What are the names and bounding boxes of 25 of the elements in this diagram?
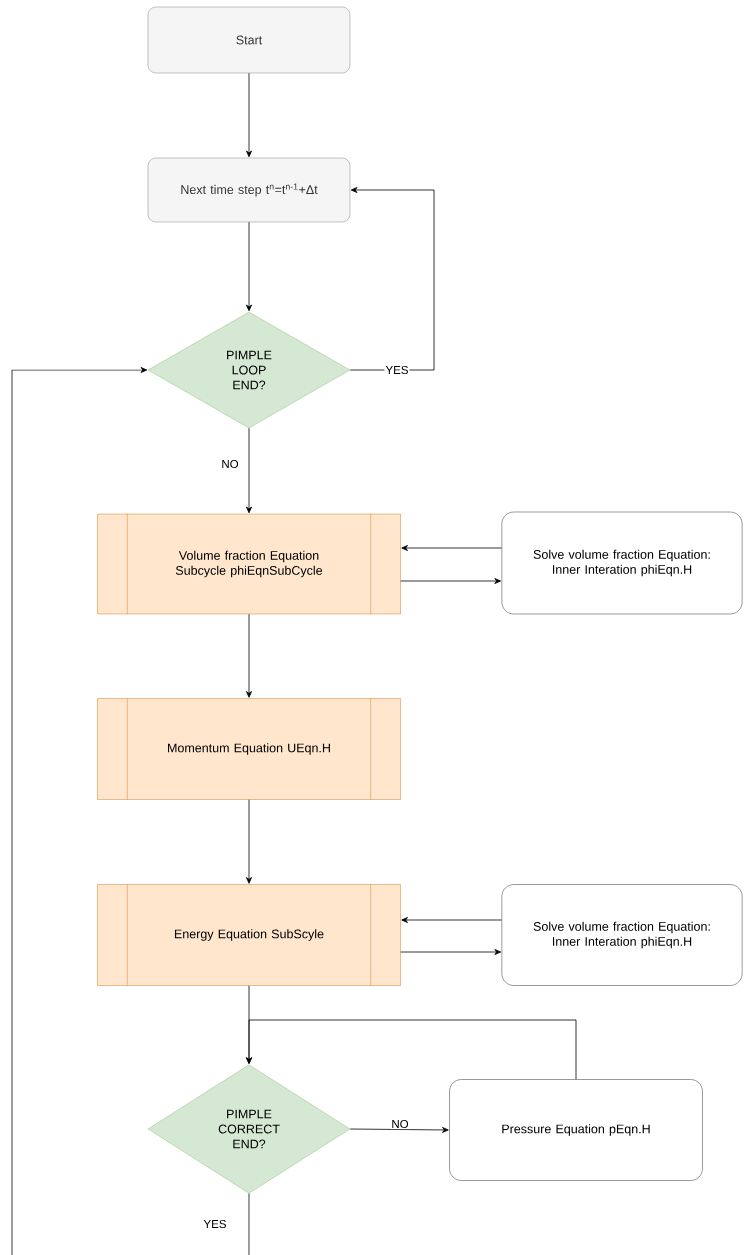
arrow (246, 1019, 577, 1080)
edge-label: YES (384, 364, 410, 376)
arrow (246, 613, 252, 698)
terminal-box: Start (147, 6, 351, 74)
arrow (400, 949, 502, 955)
process-box: Solve volume fraction Equation: Inner Interation phiEqn.H (501, 511, 743, 615)
arrow (400, 578, 502, 584)
arrow (401, 545, 503, 551)
arrow (246, 72, 252, 158)
arrow (246, 427, 252, 514)
arrow (349, 1127, 449, 1133)
process-box: Pressure Equation pEqn.H (449, 1079, 703, 1181)
edge-label: YES (202, 1218, 228, 1230)
arrow (11, 367, 148, 1255)
edge-label: NO (220, 458, 240, 470)
subprocess-box: Volume fraction Equation Subcycle phiEqnSubCycle (97, 513, 401, 615)
subprocess-box: Momentum Equation UEqn.H (97, 698, 401, 800)
subprocess-box: Energy Equation SubScyle (97, 884, 401, 986)
arrow (401, 917, 503, 923)
terminal-box: Next time step t$^{n}$=t$^{n-1}$+Δt (147, 157, 351, 223)
edge-label: NO (390, 1118, 410, 1130)
process-box: Solve volume fraction Equation: Inner Interation phiEqn.H (501, 884, 743, 986)
arrow (246, 221, 252, 312)
arrow (349, 187, 435, 371)
arrow (246, 799, 252, 884)
